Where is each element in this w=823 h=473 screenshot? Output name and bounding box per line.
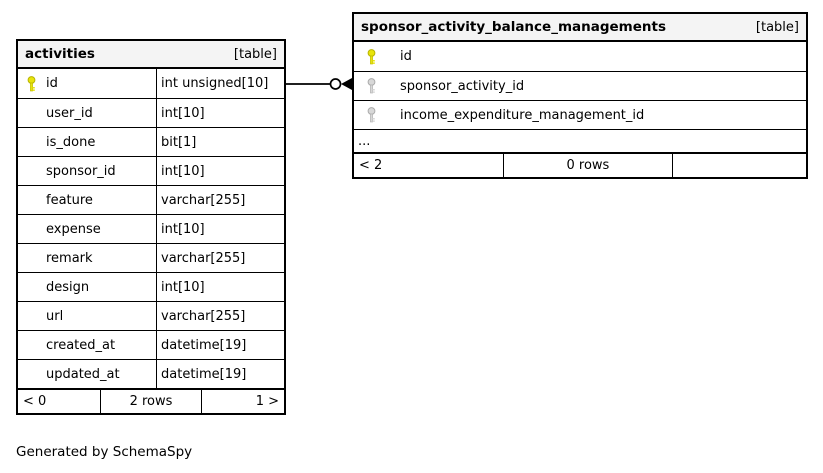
column-row: is_done bit[1] — [18, 127, 284, 156]
column-name: feature — [46, 192, 93, 208]
table-type-badge: [table] — [755, 19, 799, 35]
column-name: design — [46, 279, 90, 295]
footer-parents-count: < 0 — [23, 394, 47, 409]
ellipsis-row: ... — [354, 129, 806, 152]
column-row: updated_at datetime[19] — [18, 359, 284, 388]
column-type: bit[1] — [156, 128, 284, 156]
column-name: remark — [46, 250, 93, 266]
column-row: user_id int[10] — [18, 98, 284, 127]
column-type: datetime[19] — [156, 331, 284, 359]
column-row: sponsor_activity_id — [354, 71, 806, 100]
column-name: is_done — [46, 134, 96, 150]
column-row: feature varchar[255] — [18, 185, 284, 214]
table-sponsor-activity-balance-managements[interactable]: sponsor_activity_balance_managements [ta… — [352, 12, 808, 179]
table-sponsor-columns: id sponsor_activity_id income_expenditur… — [354, 42, 806, 152]
column-type: int[10] — [156, 273, 284, 301]
column-type: int unsigned[10] — [156, 69, 284, 98]
table-activities-header: activities [table] — [18, 41, 284, 69]
table-activities-columns: id int unsigned[10] user_id int[10] is_d… — [18, 69, 284, 388]
table-sponsor-header: sponsor_activity_balance_managements [ta… — [354, 14, 806, 42]
column-name: expense — [46, 221, 101, 237]
column-row: id int unsigned[10] — [18, 69, 284, 98]
column-type: int[10] — [156, 157, 284, 185]
column-name: created_at — [46, 337, 116, 353]
connector-arrowhead — [341, 78, 352, 90]
column-name: sponsor_id — [46, 163, 116, 179]
table-sponsor-footer: < 2 0 rows — [354, 152, 806, 177]
primary-key-icon — [26, 75, 36, 93]
column-name: sponsor_activity_id — [400, 78, 525, 94]
column-name: user_id — [46, 105, 93, 121]
footer-parents-count: < 2 — [359, 158, 383, 173]
table-type-badge: [table] — [233, 46, 277, 62]
column-row: url varchar[255] — [18, 301, 284, 330]
column-type: varchar[255] — [156, 302, 284, 330]
column-name: id — [400, 49, 412, 64]
footer-row-count: 2 rows — [100, 390, 202, 413]
connector-circle-endpoint — [329, 78, 342, 90]
table-activities[interactable]: activities [table] id int unsigned[10] u… — [16, 39, 286, 415]
column-name: income_expenditure_management_id — [400, 107, 645, 123]
footer-children-count: 1 > — [255, 394, 279, 409]
footer-row-count: 0 rows — [503, 154, 673, 177]
column-name: id — [46, 76, 58, 91]
column-type: int[10] — [156, 99, 284, 127]
column-name: updated_at — [46, 366, 120, 382]
column-row: design int[10] — [18, 272, 284, 301]
column-row: id — [354, 42, 806, 71]
table-title: sponsor_activity_balance_managements — [361, 19, 666, 35]
column-row: created_at datetime[19] — [18, 330, 284, 359]
primary-key-icon — [366, 48, 376, 66]
column-name: url — [46, 308, 64, 324]
generated-by-credit: Generated by SchemaSpy — [16, 444, 193, 460]
column-type: varchar[255] — [156, 244, 284, 272]
footer-children-count — [673, 154, 806, 177]
foreign-key-icon — [366, 106, 376, 124]
foreign-key-icon — [366, 77, 376, 95]
column-type: datetime[19] — [156, 360, 284, 388]
table-title: activities — [25, 46, 95, 62]
table-activities-footer: < 0 2 rows 1 > — [18, 388, 284, 413]
column-row: sponsor_id int[10] — [18, 156, 284, 185]
column-row: income_expenditure_management_id — [354, 100, 806, 129]
column-type: int[10] — [156, 215, 284, 243]
column-row: expense int[10] — [18, 214, 284, 243]
column-row: remark varchar[255] — [18, 243, 284, 272]
column-type: varchar[255] — [156, 186, 284, 214]
